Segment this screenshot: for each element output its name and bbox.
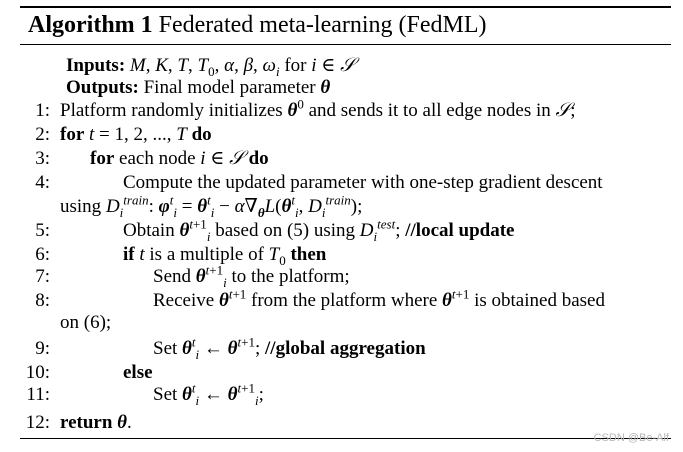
algorithm-name: Federated meta-learning (FedML)	[158, 12, 487, 38]
step-8-cont: on (6);	[60, 312, 112, 333]
step-number: 11:	[26, 384, 50, 405]
step-number: 5:	[35, 220, 50, 241]
step-number: 2:	[35, 124, 50, 145]
step-4-cont: using Ditrain: φti = θti − α∇θL(θti, Dit…	[60, 192, 363, 220]
algorithm-label: Algorithm 1	[28, 12, 153, 38]
inputs-label: Inputs:	[66, 55, 126, 76]
step-4: Compute the updated parameter with one-s…	[123, 172, 603, 193]
top-rule	[20, 6, 671, 8]
outputs-line: Outputs: Final model parameter θ	[66, 77, 330, 99]
inputs-line: Inputs: M, K, T, T0, α, β, ωi for i ∈ 𝒮	[66, 55, 355, 79]
step-number: 12:	[25, 412, 50, 433]
inputs-text: M, K, T, T0, α, β, ωi for i ∈ 𝒮	[129, 55, 355, 79]
step-9: Set θti ← θt+1; //global aggregation	[153, 334, 426, 362]
outputs-label: Outputs:	[66, 77, 139, 98]
step-3: for each node i ∈ 𝒮 do	[90, 148, 269, 169]
step-number: 3:	[35, 148, 50, 169]
step-10: else	[123, 362, 153, 383]
bottom-rule	[20, 438, 671, 439]
algorithm-title: Algorithm 1 Federated meta-learning (Fed…	[28, 10, 487, 40]
step-2: for t = 1, 2, ..., T do	[60, 124, 212, 145]
step-number: 6:	[35, 244, 50, 265]
step-12: return θ.	[60, 412, 132, 433]
step-number: 7:	[35, 266, 50, 287]
step-6: if t is a multiple of T0 then	[123, 244, 327, 268]
step-1: Platform randomly initializes θ0 and sen…	[60, 96, 576, 121]
step-8: Receive θt+1 from the platform where θt+…	[153, 286, 605, 311]
step-number: 4:	[35, 172, 50, 193]
title-rule	[20, 44, 671, 45]
watermark: CSDN @Be-Alf	[593, 432, 669, 444]
step-number: 9:	[35, 338, 50, 359]
step-7: Send θt+1i to the platform;	[153, 262, 350, 290]
step-11: Set θti ← θt+1i;	[153, 380, 264, 408]
step-number: 1:	[35, 100, 50, 121]
step-number: 10:	[25, 362, 50, 383]
outputs-text: Final model parameter θ	[143, 77, 331, 98]
step-number: 8:	[35, 290, 50, 311]
step-5: Obtain θt+1i based on (5) using Ditest; …	[123, 216, 515, 244]
